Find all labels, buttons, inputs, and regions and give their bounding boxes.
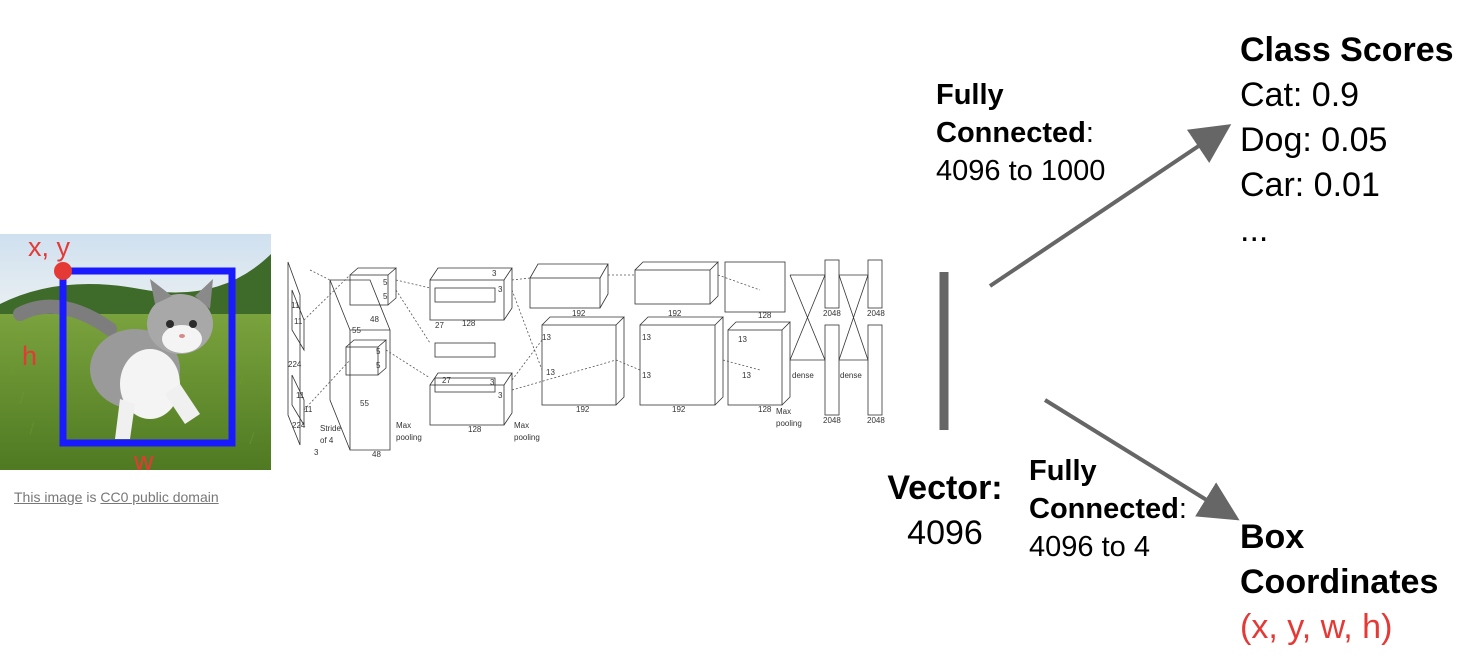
conv3-channels-2: 192 [576, 405, 590, 414]
conv1-kernel-c: 5 [376, 347, 381, 356]
pool-label-3a: Max [776, 407, 791, 416]
fc-bottom-line1: Fully [1029, 455, 1097, 487]
kernel-size-d: 11 [304, 405, 313, 414]
conv4-channels-2: 192 [672, 405, 686, 414]
dense-units-4: 2048 [867, 416, 885, 425]
dense-units-3: 2048 [823, 416, 841, 425]
conv2-kernel-b: 3 [498, 285, 503, 294]
cnn-architecture-diagram: 224 224 11 11 11 11 3 Stride of 4 55 55 … [287, 259, 885, 459]
conv1-layer: 55 55 48 48 5 5 5 5 [329, 267, 398, 459]
conv1-kernel-b: 5 [383, 292, 388, 301]
conv3-size-2: 13 [546, 368, 555, 377]
conv4-channels: 192 [668, 309, 682, 318]
stride-label-2: of 4 [320, 436, 334, 445]
conv5-size-2: 13 [742, 371, 751, 380]
fc-top-connected: Connected [936, 117, 1086, 149]
vector-title: Vector: [887, 469, 1003, 507]
class-score-ellipsis: ... [1240, 211, 1269, 249]
box-coords-value: (x, y, w, h) [1240, 608, 1393, 646]
conv5-channels-2: 128 [758, 405, 772, 414]
conv4-size-2: 13 [642, 371, 651, 380]
fc-top-dims: 4096 to 1000 [936, 155, 1106, 187]
image-caption: This image is CC0 public domain [14, 489, 219, 505]
bounding-box [59, 267, 236, 447]
conv2-channels-2: 128 [468, 425, 482, 434]
dense-units-1: 2048 [823, 309, 841, 318]
caption-text: is [82, 489, 101, 505]
conv3-layer: 192 192 13 13 192 192 13 13 [529, 261, 724, 414]
fc-top-colon: : [1085, 117, 1094, 149]
conv1-channels: 48 [370, 315, 379, 324]
kernel-size-b: 11 [294, 317, 303, 326]
input-size-top: 224 [288, 360, 302, 369]
pool-label-1a: Max [396, 421, 411, 430]
input-depth: 3 [314, 448, 319, 457]
conv5-size: 13 [738, 335, 747, 344]
conv1-kernel-a: 5 [383, 278, 388, 287]
fc-bottom-colon: : [1178, 493, 1187, 525]
class-score-item: Dog: 0.05 [1240, 121, 1388, 159]
pool-label-2b: pooling [514, 433, 540, 442]
dense-label-2: dense [840, 371, 862, 380]
vector-label: Vector: 4096 [880, 466, 1010, 556]
conv4-size: 13 [642, 333, 651, 342]
conv2-kernel-c: 3 [490, 378, 495, 387]
connection-lines [303, 269, 761, 411]
caption-link-image[interactable]: This image [14, 489, 83, 505]
conv2-size-2: 27 [442, 376, 451, 385]
fc-top-label: Fully Connected: 4096 to 1000 [936, 76, 1105, 190]
pool-label-3b: pooling [776, 419, 802, 428]
conv1-channels-2: 48 [372, 450, 381, 459]
stride-label-1: Stride [320, 424, 341, 433]
conv2-kernel-d: 3 [498, 391, 503, 400]
conv1-size: 55 [352, 326, 361, 335]
dense-label-1: dense [792, 371, 814, 380]
fc-top-line1: Fully [936, 79, 1004, 111]
conv2-kernel-a: 3 [492, 269, 497, 278]
conv3-channels: 192 [572, 309, 586, 318]
dense-units-2: 2048 [867, 309, 885, 318]
conv2-size: 27 [435, 321, 444, 330]
conv5-layer: 128 128 13 13 [724, 261, 791, 414]
conv3-size: 13 [542, 333, 551, 342]
cat-photo: x, y h w [0, 234, 271, 470]
fc-bottom-label: Fully Connected: 4096 to 4 [1029, 452, 1187, 566]
box-coordinates: Box Coordinates (x, y, w, h) [1240, 515, 1438, 650]
dense-layers: 2048 2048 2048 2048 dense dense [789, 259, 885, 425]
label-xy: x, y [28, 234, 71, 262]
fc-bottom-line2: Connected: [1029, 490, 1187, 528]
vector-value: 4096 [907, 514, 983, 552]
pool-label-2a: Max [514, 421, 529, 430]
input-layer: 224 224 11 11 11 11 3 [287, 261, 319, 457]
kernel-size-c: 11 [296, 391, 305, 400]
class-scores-title: Class Scores [1240, 31, 1454, 69]
box-coords-line2: Coordinates [1240, 563, 1439, 601]
conv2-layer: 27 27 128 128 3 3 3 3 [429, 267, 513, 434]
kernel-size-a: 11 [291, 301, 300, 310]
fc-bottom-dims: 4096 to 4 [1029, 531, 1150, 563]
class-score-item: Car: 0.01 [1240, 166, 1380, 204]
class-score-item: Cat: 0.9 [1240, 76, 1360, 114]
label-h: h [22, 341, 37, 371]
conv5-channels: 128 [758, 311, 772, 320]
conv1-size-2: 55 [360, 399, 369, 408]
fc-bottom-connected: Connected [1029, 493, 1179, 525]
label-w: w [133, 446, 154, 470]
conv1-kernel-d: 5 [376, 361, 381, 370]
class-scores: Class Scores Cat: 0.9 Dog: 0.05 Car: 0.0… [1240, 28, 1454, 253]
conv2-channels: 128 [462, 319, 476, 328]
caption-link-license[interactable]: CC0 public domain [100, 489, 219, 505]
fc-top-line2: Connected: [936, 114, 1105, 152]
input-size-bottom: 224 [292, 421, 306, 430]
corner-point [54, 262, 72, 280]
pool-label-1b: pooling [396, 433, 422, 442]
box-coords-line1: Box [1240, 518, 1305, 556]
